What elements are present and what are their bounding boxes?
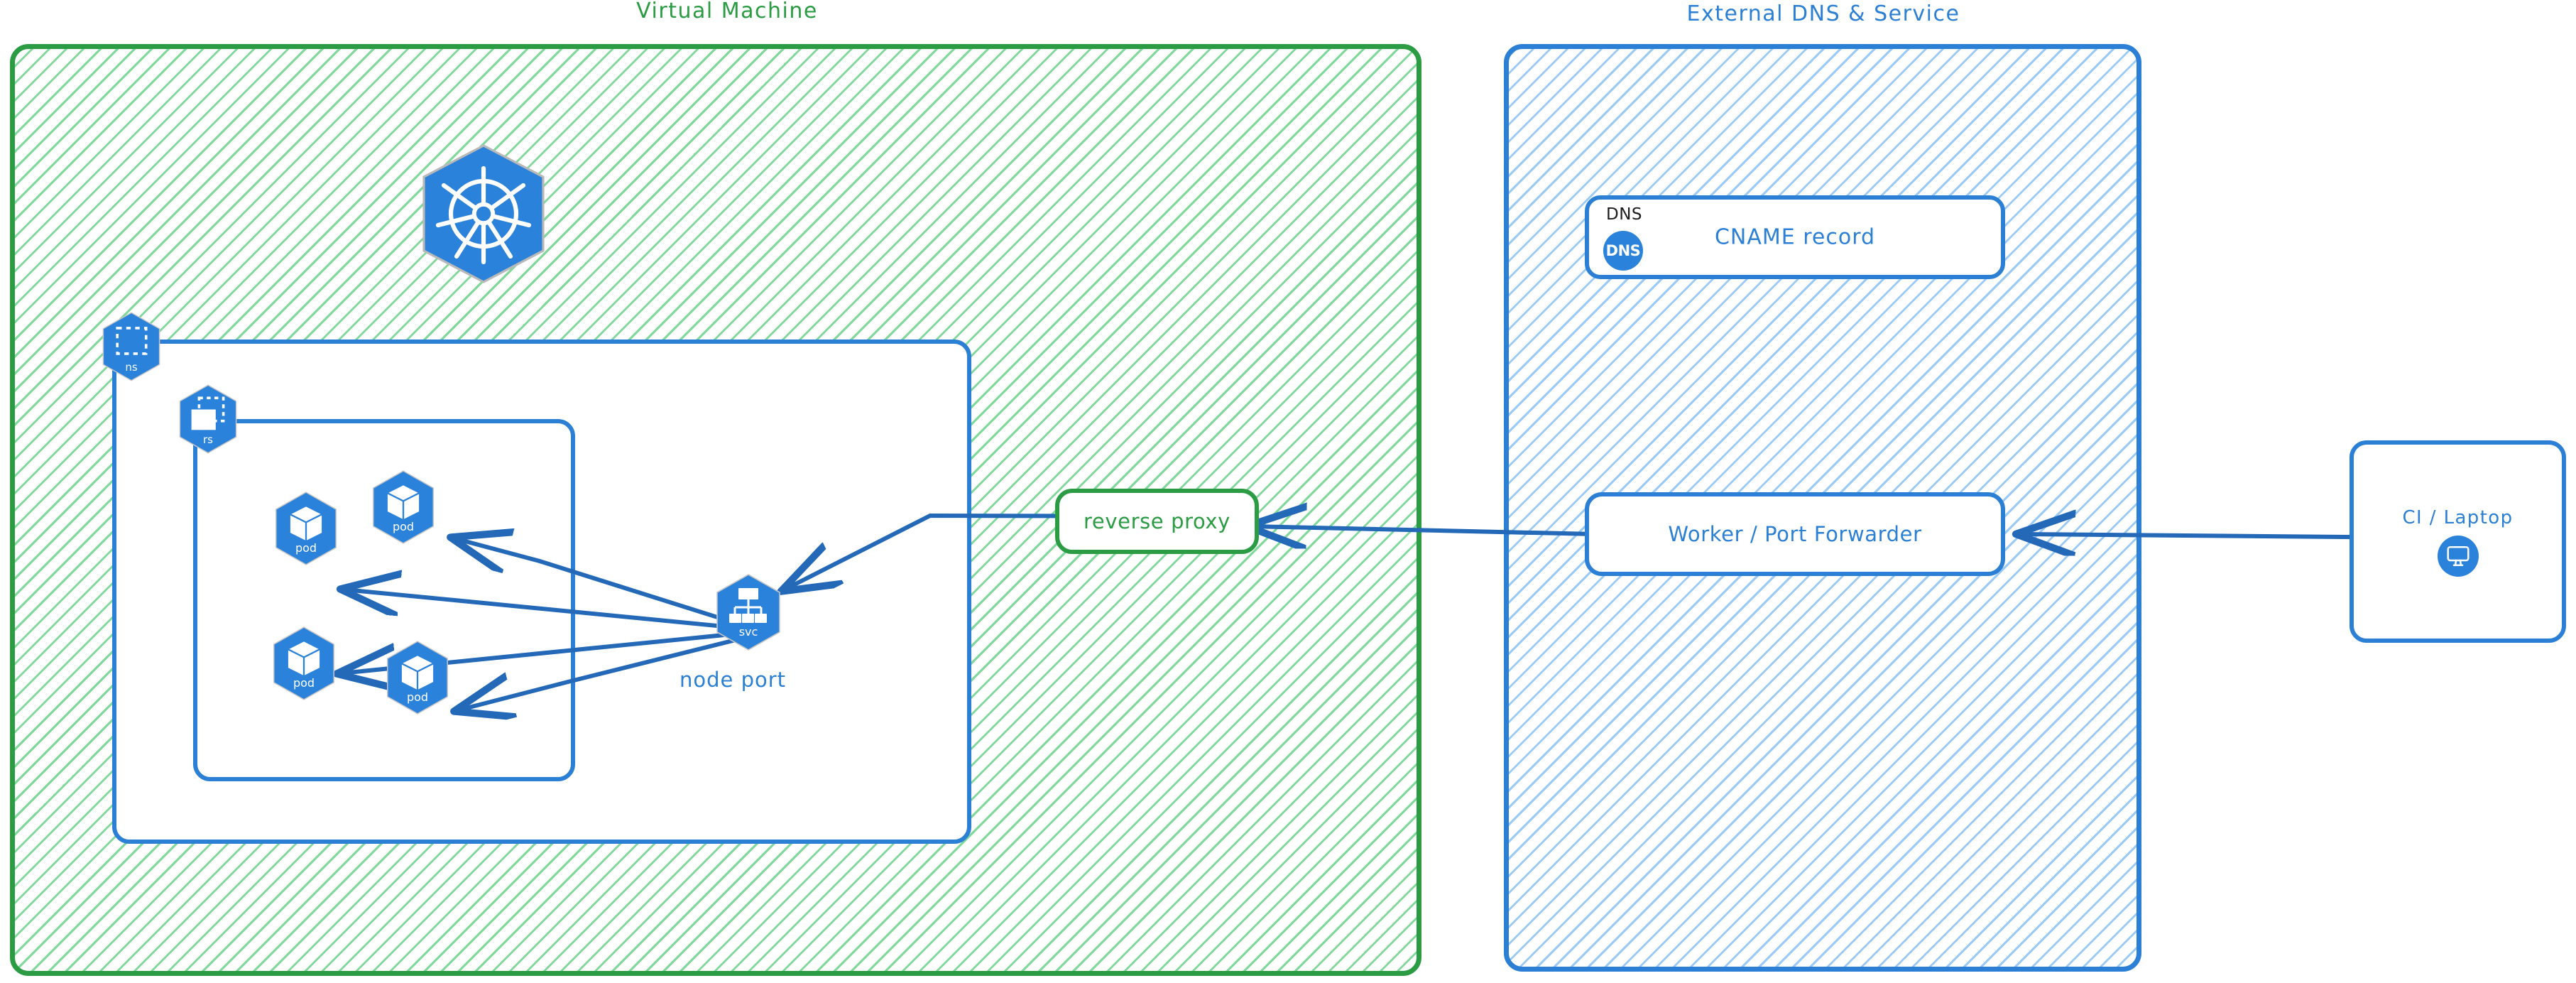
kubernetes-namespace-badge-icon: ns: [99, 311, 163, 382]
ci-laptop-label: CI / Laptop: [2402, 506, 2514, 528]
reverse-proxy-label: reverse proxy: [1084, 509, 1230, 533]
kubernetes-service-icon[interactable]: svc: [713, 572, 784, 652]
group-title-virtual-machine: Virtual Machine: [636, 0, 818, 23]
dns-badge-icon: DNS: [1603, 231, 1643, 271]
dns-card-tag: DNS: [1606, 205, 1643, 224]
kubernetes-logo-icon: [413, 143, 555, 285]
reverse-proxy-box[interactable]: reverse proxy: [1055, 489, 1259, 554]
kubernetes-pod-icon-2: pod: [369, 469, 437, 545]
worker-port-forwarder-label: Worker / Port Forwarder: [1668, 522, 1922, 546]
kubernetes-pod-icon-4: pod: [383, 639, 452, 716]
kubernetes-pod-icon-1: pod: [272, 490, 340, 567]
ci-laptop-box[interactable]: CI / Laptop: [2349, 440, 2566, 643]
desktop-monitor-icon: [2437, 535, 2479, 577]
kubernetes-replicaset-badge-icon: rs: [176, 384, 240, 455]
kubernetes-pod-icon-3: pod: [270, 625, 338, 702]
node-port-label: node port: [680, 668, 787, 692]
worker-port-forwarder-box[interactable]: Worker / Port Forwarder: [1585, 492, 2005, 576]
dns-cname-card[interactable]: DNS DNS CNAME record: [1585, 195, 2005, 279]
group-title-external-dns-service: External DNS & Service: [1686, 1, 1960, 26]
cname-record-label: CNAME record: [1714, 224, 1876, 250]
